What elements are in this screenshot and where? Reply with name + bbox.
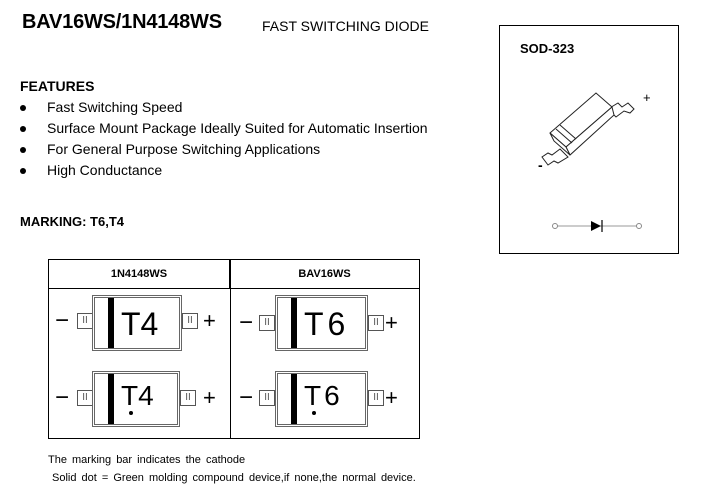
bullet-icon: [20, 126, 26, 132]
cathode-lead-icon: [541, 148, 569, 166]
package-box: SOD-323 + -: [499, 25, 679, 254]
page-subtitle: FAST SWITCHING DIODE: [262, 18, 429, 34]
marking-chip-t4-green: − II T4 II +: [55, 371, 225, 431]
marking-chip-t4-normal: − II T4 II +: [55, 293, 225, 353]
feature-text: Fast Switching Speed: [47, 99, 183, 115]
plus-sign: +: [203, 308, 216, 333]
bullet-icon: [20, 147, 26, 153]
chip-body: T4: [92, 295, 182, 351]
plus-sign: +: [385, 385, 398, 410]
marking-heading: MARKING: T6,T4: [20, 214, 124, 229]
cathode-lead: II: [77, 313, 93, 329]
bullet-icon: [20, 105, 26, 111]
column-header-bav16ws: BAV16WS: [230, 260, 419, 289]
marking-table: 1N4148WS BAV16WS − II T4 II + − II T4 II…: [48, 259, 420, 439]
diode-symbol-icon: [552, 220, 642, 232]
feature-item: Surface Mount Package Ideally Suited for…: [20, 118, 428, 139]
marking-code: T6: [304, 306, 350, 342]
cathode-lead: II: [259, 315, 275, 331]
marking-code: T4: [121, 380, 154, 411]
feature-text: High Conductance: [47, 162, 163, 178]
note-marking-bar: The marking bar indicates the cathode: [48, 454, 246, 466]
cathode-bar: [108, 374, 114, 424]
feature-text: For General Purpose Switching Applicatio…: [47, 141, 321, 157]
feature-item: For General Purpose Switching Applicatio…: [20, 139, 428, 160]
anode-lead: II: [182, 313, 198, 329]
feature-item: High Conductance: [20, 160, 428, 181]
minus-sign: −: [55, 384, 70, 411]
anode-lead: II: [368, 315, 384, 331]
anode-plus-label: +: [643, 90, 651, 105]
plus-sign: +: [385, 310, 398, 335]
cathode-minus-label: -: [538, 157, 543, 173]
anode-lead-icon: [607, 102, 635, 118]
minus-sign: −: [239, 384, 254, 411]
cathode-bar: [291, 298, 297, 348]
note-solid-dot: Solid dot = Green molding compound devic…: [52, 472, 416, 484]
column-header-1n4148ws: 1N4148WS: [49, 260, 230, 289]
column-divider: [230, 260, 231, 438]
cathode-bar: [291, 374, 297, 424]
plus-sign: +: [203, 385, 216, 410]
chip-body: T6: [275, 371, 368, 427]
marking-chip-t6-normal: − II T6 II +: [239, 293, 414, 353]
marking-code: T6: [304, 380, 343, 411]
feature-item: Fast Switching Speed: [20, 97, 428, 118]
minus-sign: −: [55, 307, 70, 334]
anode-lead: II: [180, 390, 196, 406]
cathode-lead: II: [77, 390, 93, 406]
chip-body: T6: [275, 295, 368, 351]
chip-body: T4: [92, 371, 180, 427]
green-compound-dot-icon: [312, 411, 316, 415]
bullet-icon: [20, 168, 26, 174]
package-name: SOD-323: [520, 41, 575, 56]
minus-sign: −: [239, 309, 254, 336]
page-title: BAV16WS/1N4148WS: [22, 11, 222, 33]
marking-chip-t6-green: − II T6 II +: [239, 371, 414, 431]
feature-text: Surface Mount Package Ideally Suited for…: [47, 120, 428, 136]
marking-code: T4: [121, 306, 159, 342]
features-heading: FEATURES: [20, 78, 95, 94]
cathode-bar: [108, 298, 114, 348]
cathode-lead: II: [259, 390, 275, 406]
sod323-package-drawing: [541, 92, 635, 166]
anode-lead: II: [368, 390, 384, 406]
features-list: Fast Switching Speed Surface Mount Packa…: [20, 97, 428, 181]
green-compound-dot-icon: [129, 411, 133, 415]
